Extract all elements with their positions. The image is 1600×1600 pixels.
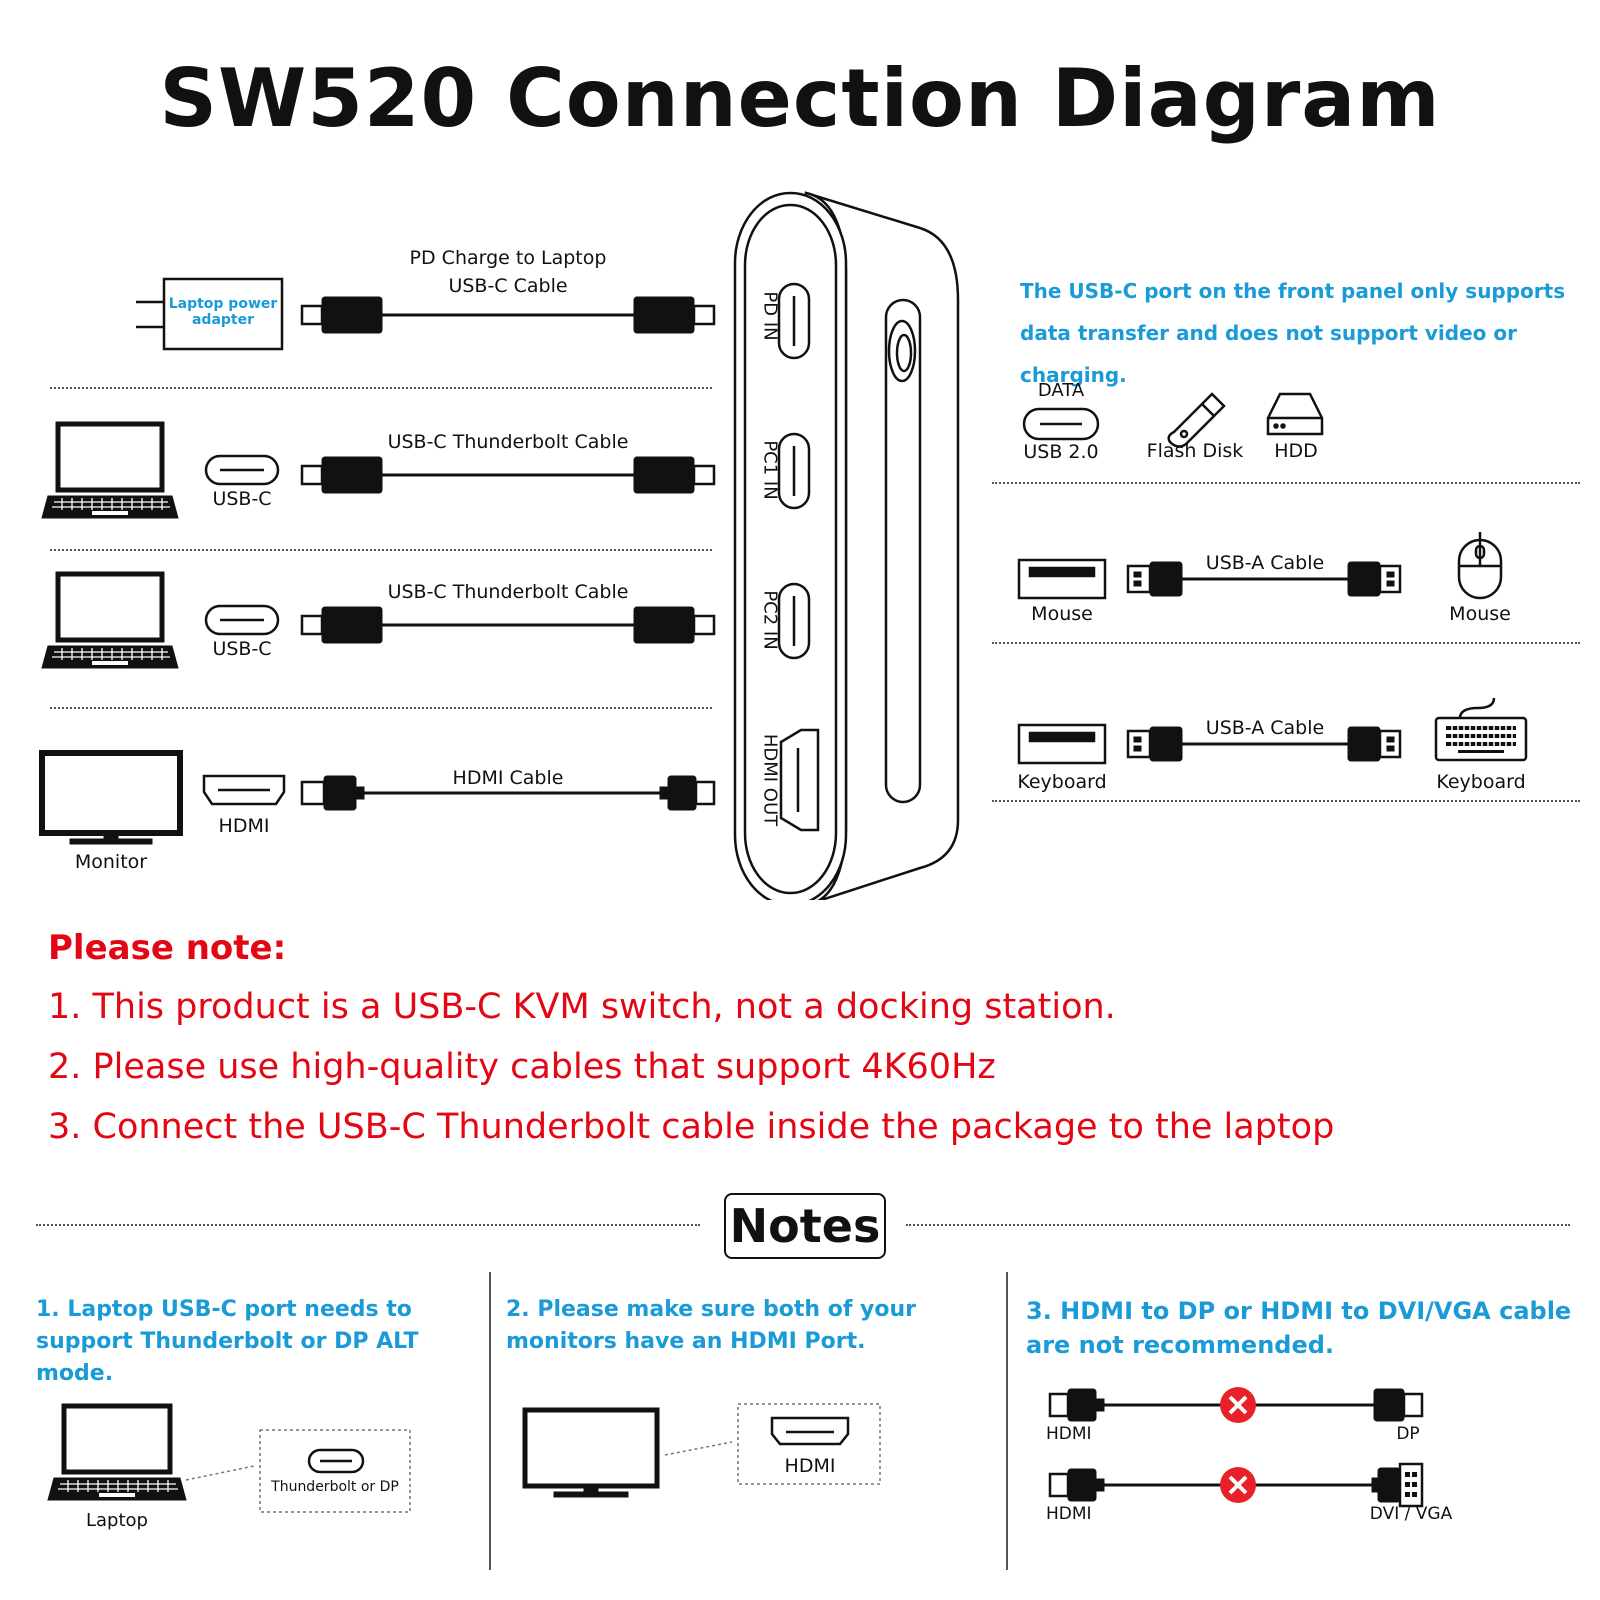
- hdmi-label-col2: HDMI: [784, 1455, 836, 1477]
- usb-a-cable-2: [1126, 726, 1402, 762]
- hdmi-port-icon-2: [770, 1416, 850, 1446]
- note-3-text: 3. HDMI to DP or HDMI to DVI/VGA cable a…: [1026, 1297, 1572, 1359]
- notes-heading: Notes: [724, 1193, 886, 1259]
- usb-c-port-label-1: USB-C: [212, 488, 272, 510]
- hdd-label: HDD: [1274, 440, 1318, 462]
- mouse-port-label: Mouse: [1031, 603, 1093, 625]
- pd-in-label: PD IN: [759, 291, 781, 341]
- column-divider: [489, 1272, 491, 1570]
- pd-usb-c-cable: [300, 296, 716, 334]
- cross-icon-2: [1220, 1467, 1256, 1503]
- separator: [50, 707, 712, 709]
- power-adapter-icon: [162, 277, 284, 351]
- thunderbolt-or-dp-label: Thunderbolt or DP: [271, 1479, 399, 1495]
- usb-a-cable-1: [1126, 561, 1402, 597]
- kvm-switch-device: [733, 191, 960, 900]
- separator: [992, 800, 1580, 802]
- usb-c-port-icon-3: [307, 1448, 365, 1474]
- separator: [50, 549, 712, 551]
- hdmi-port-box: [737, 1403, 881, 1485]
- usb-data-port-icon: [1022, 407, 1100, 441]
- pd-in-port: [777, 282, 811, 360]
- pc2-in-label: PC2 IN: [759, 590, 781, 650]
- separator: [906, 1224, 1570, 1226]
- laptop-label: Laptop: [86, 1510, 148, 1531]
- hdmi-port-icon: [202, 774, 286, 806]
- monitor-label: Monitor: [74, 851, 148, 873]
- mouse-device-label: Mouse: [1449, 603, 1511, 625]
- note-2-text: 2. Please make sure both of your monitor…: [506, 1297, 917, 1354]
- notes-graphics: [47, 1387, 1424, 1513]
- laptop-icon-2: [41, 571, 179, 669]
- pd-cable-label: PD Charge to Laptop USB-C Cable: [409, 247, 607, 297]
- usb-c-port-icon-2: [204, 604, 280, 636]
- usb-c-port-label-2: USB-C: [212, 638, 272, 660]
- hdmi-port-label: HDMI: [218, 815, 270, 837]
- flash-disk-icon: [1167, 392, 1226, 448]
- thunderbolt-cable-label-1: USB-C Thunderbolt Cable: [387, 431, 629, 453]
- dp-label: DP: [1396, 1424, 1420, 1444]
- thunderbolt-port-box: [259, 1429, 411, 1513]
- keyboard-port-label: Keyboard: [1017, 771, 1107, 793]
- separator: [992, 642, 1580, 644]
- power-adapter-label: Laptop power adapter: [168, 296, 278, 328]
- data-label: DATA: [1037, 380, 1085, 401]
- usb-2-label: USB 2.0: [1023, 441, 1099, 463]
- pc2-in-port: [777, 582, 811, 660]
- please-note-item-2: 2. Please use high-quality cables that s…: [48, 1047, 996, 1087]
- hdmi-cable: [300, 775, 716, 811]
- hdmi-out-port: [779, 728, 820, 832]
- usb-a-port-icon-1: [1017, 558, 1107, 600]
- thunderbolt-cable-label-2: USB-C Thunderbolt Cable: [387, 581, 629, 603]
- thunderbolt-cable-1: [300, 456, 716, 494]
- thunderbolt-cable-2: [300, 606, 716, 644]
- monitor-icon: [39, 750, 183, 845]
- connection-diagram-graphics: [39, 191, 1528, 900]
- cross-icon-1: [1220, 1387, 1256, 1423]
- dvi-vga-label: DVI / VGA: [1369, 1504, 1453, 1524]
- separator: [36, 1224, 700, 1226]
- usb-a-port-icon-2: [1017, 723, 1107, 765]
- usb-a-cable-label-1: USB-A Cable: [1205, 552, 1325, 574]
- separator: [992, 482, 1580, 484]
- page-title: SW520 Connection Diagram: [159, 52, 1441, 145]
- please-note-heading: Please note:: [48, 928, 287, 968]
- usb-c-port-icon-1: [204, 454, 280, 486]
- pc1-in-label: PC1 IN: [759, 440, 781, 500]
- separator: [50, 387, 712, 389]
- keyboard-icon: [1434, 697, 1528, 762]
- front-panel-note: The USB-C port on the front panel only s…: [1020, 279, 1566, 387]
- hdmi-cable-label: HDMI Cable: [452, 767, 564, 789]
- laptop-icon-3: [47, 1403, 187, 1501]
- monitor-icon-2: [522, 1407, 660, 1498]
- flash-disk-label: Flash Disk: [1146, 440, 1244, 462]
- usb-a-cable-label-2: USB-A Cable: [1205, 717, 1325, 739]
- hdmi-out-label: HDMI OUT: [759, 733, 781, 827]
- keyboard-device-label: Keyboard: [1436, 771, 1526, 793]
- please-note-item-3: 3. Connect the USB-C Thunderbolt cable i…: [48, 1107, 1335, 1147]
- column-divider: [1006, 1272, 1008, 1570]
- hdmi-label-row1: HDMI: [1046, 1424, 1092, 1444]
- pc1-in-port: [777, 432, 811, 510]
- mouse-icon: [1457, 532, 1503, 600]
- note-1-text: 1. Laptop USB-C port needs to support Th…: [36, 1297, 419, 1386]
- hdd-icon: [1266, 392, 1324, 436]
- laptop-icon-1: [41, 421, 179, 519]
- please-note-item-1: 1. This product is a USB-C KVM switch, n…: [48, 987, 1116, 1027]
- hdmi-label-row2: HDMI: [1046, 1504, 1092, 1524]
